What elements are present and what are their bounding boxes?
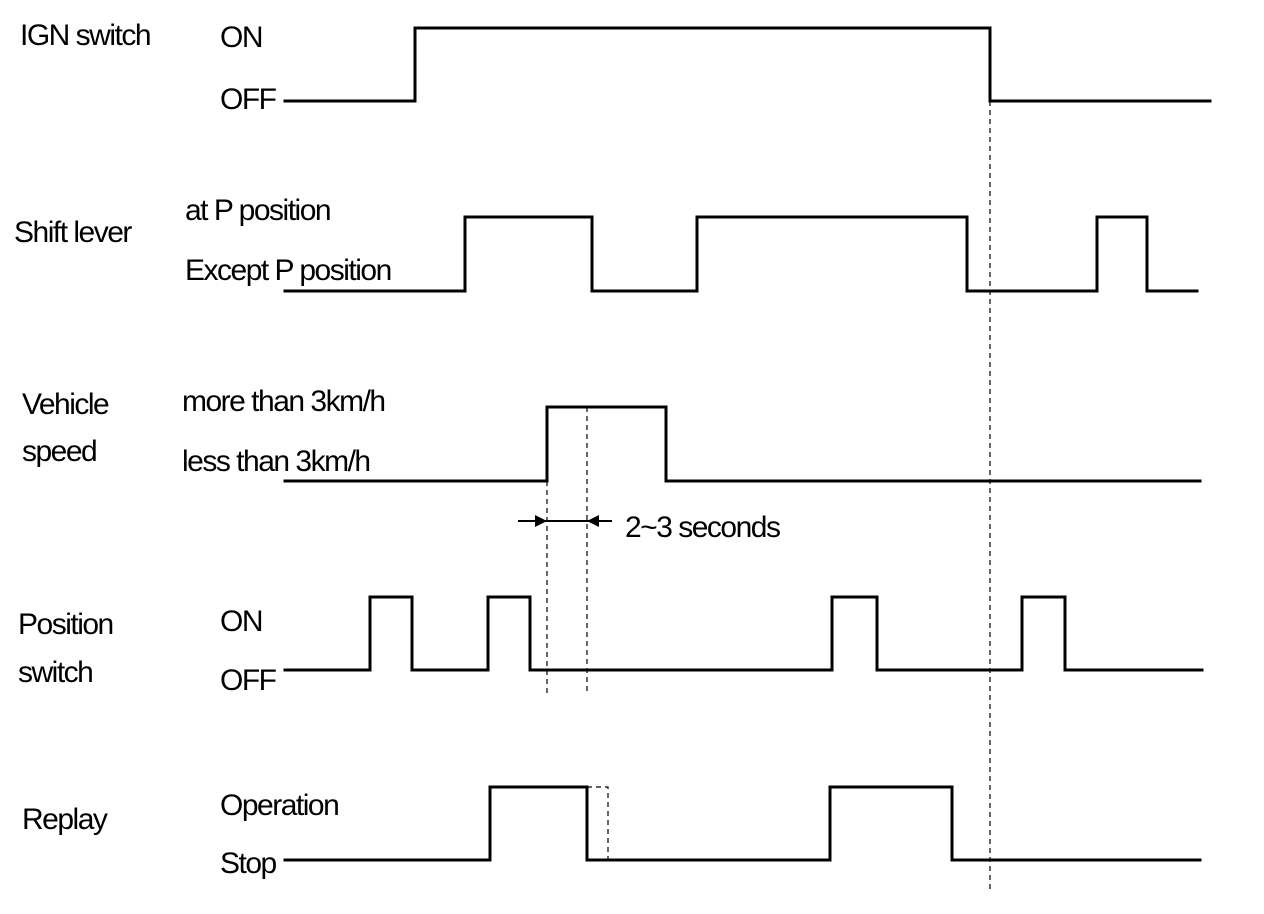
vehicle-speed-row: Vehicle speed more than 3km/h less than … [22, 385, 1202, 483]
reference-lines [546, 101, 991, 892]
ign-switch-row: IGN switch ON OFF [20, 19, 1212, 116]
vehicle-speed-waveform [283, 405, 1202, 483]
position-switch-label-line-2: switch [18, 656, 92, 689]
shift-lever-waveform [283, 215, 1199, 293]
replay-low-state: Stop [220, 847, 277, 880]
delay-label: 2~3 seconds [625, 511, 780, 544]
replay-label: Replay [22, 803, 108, 836]
ign-switch-low-state: OFF [220, 83, 277, 116]
replay-delay-dashed-extension [587, 786, 609, 860]
delay-arrow-right [587, 515, 599, 527]
ign-switch-label: IGN switch [20, 19, 150, 52]
shift-lever-low-state: Except P position [185, 254, 391, 287]
shift-lever-high-state: at P position [185, 194, 330, 227]
vehicle-speed-low-state: less than 3km/h [182, 445, 370, 478]
vehicle-speed-label-line-1: Vehicle [22, 388, 109, 421]
shift-lever-row: Shift lever at P position Except P posit… [14, 194, 1199, 293]
replay-waveform [283, 785, 1202, 862]
vehicle-speed-high-state: more than 3km/h [182, 385, 385, 418]
position-switch-high-state: ON [220, 605, 262, 638]
delay-arrow-left [535, 515, 547, 527]
position-switch-waveform [283, 595, 1204, 672]
shift-lever-label: Shift lever [14, 216, 132, 249]
ign-switch-high-state: ON [220, 21, 262, 54]
ign-switch-waveform [283, 26, 1212, 103]
vehicle-speed-label-line-2: speed [22, 435, 96, 468]
position-switch-low-state: OFF [220, 664, 277, 697]
position-switch-label-line-1: Position [18, 608, 113, 641]
position-switch-row: Position switch ON OFF [18, 595, 1204, 697]
replay-row: Replay Operation Stop [22, 785, 1202, 880]
delay-annotation: 2~3 seconds [518, 511, 781, 544]
replay-high-state: Operation [220, 789, 338, 822]
